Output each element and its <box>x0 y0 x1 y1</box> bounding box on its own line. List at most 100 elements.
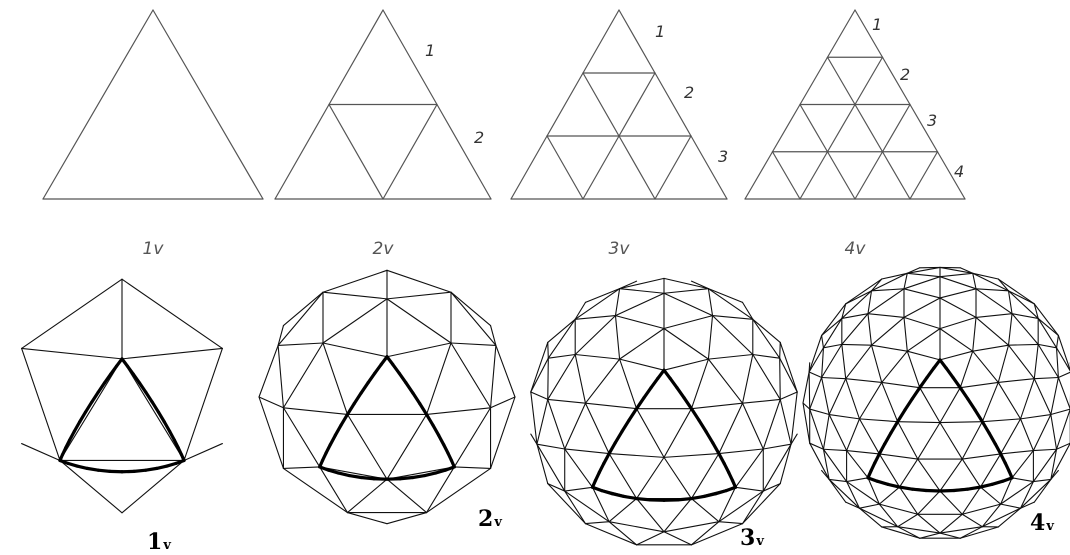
dome-4v-edge-42 <box>870 288 905 292</box>
dome-2v-edge-42 <box>489 396 516 409</box>
dome-4v-edge-88 <box>939 266 974 274</box>
dome-4v-highlight-1-8 <box>952 487 970 493</box>
dome-1v-edge-7 <box>121 347 223 360</box>
row-label-3v-2: 2 <box>684 83 694 102</box>
row-label-2v-1: 1 <box>425 41 435 60</box>
grid-edge-4v-19 <box>854 151 884 200</box>
dome-4v-edge-73 <box>809 376 823 410</box>
dome-3v-highlight-2-6 <box>704 429 715 445</box>
dome-3v-edge-52 <box>663 292 714 317</box>
dome-3v-highlight-2-11 <box>668 376 679 390</box>
dome-4v-edge-57 <box>821 317 843 337</box>
dome-3v-edge-85 <box>608 521 638 546</box>
dome-2v-edge-22 <box>282 466 321 469</box>
dome-4v-edge-108 <box>1007 313 1013 346</box>
dome-3v-edge-91 <box>762 443 792 492</box>
dome-1v-highlight-2-10 <box>131 372 142 385</box>
svg-text:3v: 3v <box>740 525 764 551</box>
dome-3v-edge-36 <box>584 288 621 303</box>
dome-3v-edge-95 <box>779 398 792 445</box>
dome-1v-edge-2 <box>59 358 123 462</box>
dome-2v-highlight-1-3 <box>336 471 351 478</box>
dome-2v-edge-51 <box>425 407 492 415</box>
dome-4v-edge-176 <box>1011 477 1034 483</box>
dome-3v-highlight-1-4 <box>622 494 639 501</box>
dome-2v-highlight-0-7 <box>339 412 350 427</box>
dome-3v-edge-45 <box>536 443 549 485</box>
grid-edge-4v-12 <box>881 103 911 153</box>
dome-4v-edge-132 <box>917 458 941 492</box>
dome-4v-edge-64 <box>906 267 921 274</box>
dome-3v-highlight-1-9 <box>689 494 706 501</box>
dome-4v-edge-140 <box>867 477 880 505</box>
dome-4v-edge-180 <box>1019 480 1034 509</box>
dome-1v-edge-13 <box>121 459 185 514</box>
dome-4v-highlight-1-12 <box>1001 476 1014 483</box>
dome-4v-highlight-0-3 <box>918 375 929 390</box>
grid-edge-4v-1 <box>854 9 884 58</box>
dome-4v-edge-187 <box>981 503 1002 528</box>
dome-4v-edge-190 <box>959 526 983 539</box>
grid-edge-4v-10 <box>826 103 856 153</box>
dome-4v-edge-100 <box>1007 290 1013 315</box>
row-label-4v-4: 4 <box>954 162 964 181</box>
triangle-2v-panel: 1 2 2v <box>274 9 492 259</box>
dome-2v-edge-23 <box>386 269 452 293</box>
dome-4v-edge-102 <box>1011 313 1039 319</box>
grid-edge-2v-1 <box>382 9 438 106</box>
dome-3v-edge-86 <box>584 523 638 546</box>
dome-3v-edge-22 <box>574 315 617 320</box>
dome-4v-edge-183 <box>1000 480 1034 505</box>
dome-4v-edge-201 <box>1019 378 1035 420</box>
dome-3v-edge-2 <box>547 353 576 400</box>
dome-4v-highlight-0-10 <box>873 452 881 465</box>
dome-1v-highlight-0-4 <box>96 381 107 394</box>
grid-edge-3v-12 <box>654 135 692 200</box>
dome-3v-edge-58 <box>663 358 709 371</box>
dome-3v-edge-49 <box>564 486 594 492</box>
dome-2v-edge-55 <box>386 478 428 514</box>
triangle-4v-panel: 1 2 3 4 4v <box>744 9 966 259</box>
dome-3v-edge-63 <box>752 318 781 359</box>
dome-4v-edge-120 <box>939 421 983 424</box>
dome-3v-edge-103 <box>718 490 764 523</box>
dome-4v-edge-14 <box>858 381 883 420</box>
dome-3v-highlight-1-10 <box>702 492 718 499</box>
dome-3v-edge-75 <box>663 456 692 500</box>
dome-4v-edge-143 <box>828 478 861 509</box>
dome-4v-edge-237 <box>959 267 974 274</box>
dome-4v-edge-167 <box>1057 371 1070 379</box>
dome-4v-edge-216 <box>897 526 941 534</box>
dome-3v-highlight-1-5 <box>634 496 652 502</box>
dome-4v-edge-90 <box>939 276 977 290</box>
dome-4v-edge-106 <box>975 316 1010 346</box>
dome-2v-highlight-1-2 <box>326 468 340 475</box>
dome-4v-edge-61 <box>870 278 883 292</box>
grid-edge-1v-1 <box>152 9 264 200</box>
dome-label-4v-number: 4 <box>1030 510 1045 536</box>
row-label-4v-1: 1 <box>872 15 882 34</box>
dome-4v-edge-196 <box>1019 413 1052 420</box>
dome-3v-highlight-0-6 <box>620 418 631 434</box>
dome-2v-edge-4 <box>282 407 349 415</box>
dome-4v-edge-134 <box>939 458 963 492</box>
dome-1v-highlight-1-10 <box>155 464 169 470</box>
dome-2v-highlight-1-11 <box>434 468 448 475</box>
dome-2v-highlight-0-4 <box>359 381 370 395</box>
dome-3v-edge-50 <box>663 277 709 290</box>
dome-2v-edge-1 <box>277 342 324 346</box>
dome-2v-edge-50 <box>489 325 497 346</box>
dome-4v-highlight-1-2 <box>875 479 890 486</box>
dome-3v-highlight-2-9 <box>682 396 694 411</box>
dome-3v-edge-71 <box>663 453 720 458</box>
dome-4v-edge-113 <box>1037 343 1058 349</box>
dome-4v-highlight-0-4 <box>910 386 922 401</box>
dome-2v-highlight-2-7 <box>418 402 429 417</box>
dome-4v-edge-226 <box>939 490 963 515</box>
dome-3v-edge-118 <box>690 358 709 410</box>
dome-4v-edge-5 <box>828 378 847 416</box>
dome-4v-edge-4 <box>821 376 847 380</box>
dome-2v-edge-19 <box>258 396 285 409</box>
dome-4v-edge-162 <box>1055 408 1070 450</box>
dome-4v-edge-82 <box>821 469 830 480</box>
